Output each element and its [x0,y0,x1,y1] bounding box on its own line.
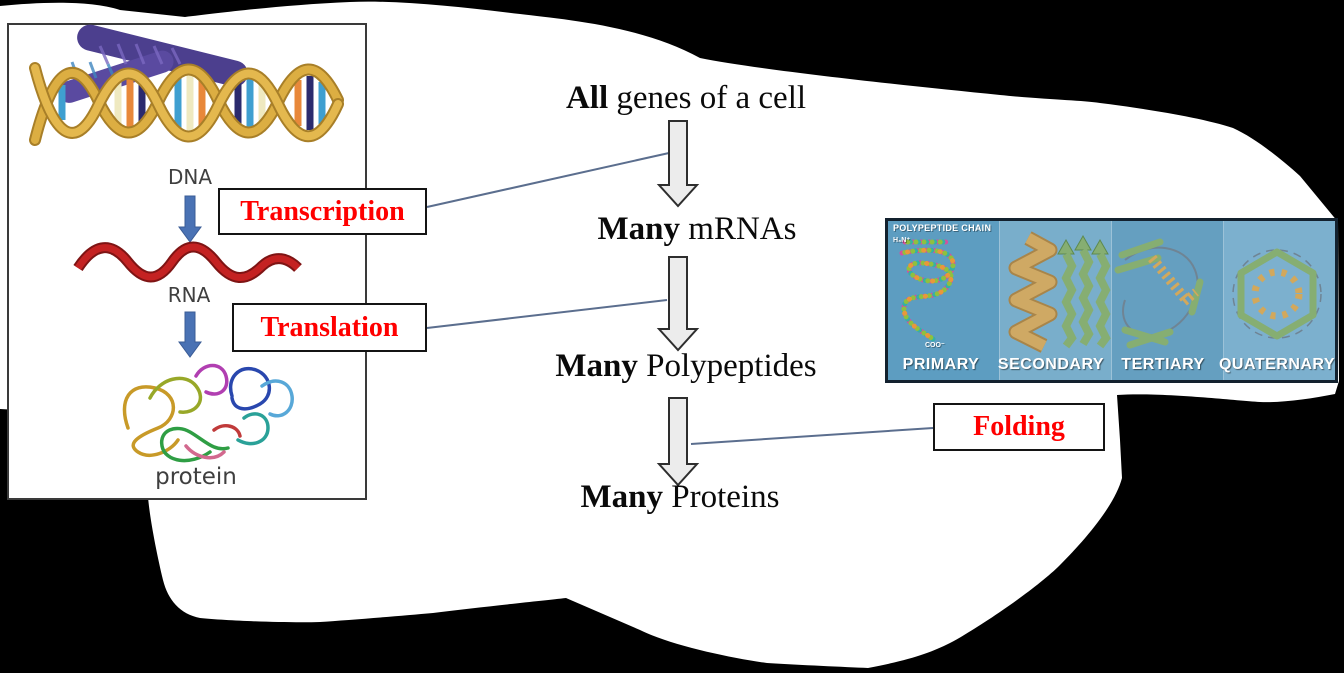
n-terminus-label: H₃N⁺ [893,237,911,244]
c-terminus-label: COO⁻ [925,342,945,349]
secondary-panel-label: SECONDARY [997,356,1105,373]
quaternary-panel-label: QUATERNARY [1218,356,1336,373]
flow-step-1-rest: genes of a cell [608,80,807,116]
protein-label: protein [155,464,237,490]
flow-step-2-rest: mRNAs [680,211,797,247]
flow-step-many-mrnas: Many mRNAs [598,211,797,248]
flow-step-3-rest: Polypeptides [637,348,817,384]
flow-step-1-bold: All [565,80,609,116]
translation-label-box: Translation [232,303,427,352]
polypeptide-chain-title: POLYPEPTIDE CHAIN [893,223,992,233]
flow-step-2-bold: Many [597,211,681,247]
primary-panel-label: PRIMARY [902,356,980,373]
tertiary-panel-label: TERTIARY [1121,356,1205,373]
flow-step-4-bold: Many [580,479,664,515]
flow-step-3-bold: Many [555,348,638,384]
flow-step-all-genes: All genes of a cell [566,80,806,117]
transcription-label-box: Transcription [218,188,427,235]
rna-label: RNA [167,283,211,307]
flow-step-many-polypeptides: Many Polypeptides [555,348,816,385]
dna-label: DNA [167,165,213,189]
folding-label-box: Folding [933,403,1105,451]
